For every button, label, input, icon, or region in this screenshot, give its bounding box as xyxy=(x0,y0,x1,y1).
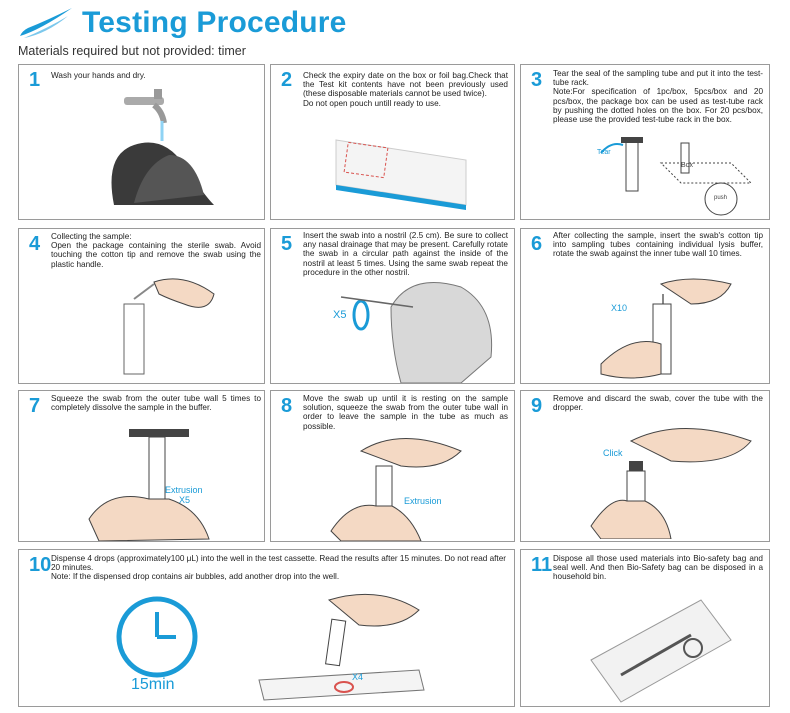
step-number: 3 xyxy=(531,69,543,91)
foil-pouch-illustration xyxy=(335,139,467,210)
tube-rotate-illustration xyxy=(600,278,732,379)
step-text: Dispose all those used materials into Bi… xyxy=(553,554,763,582)
step-5-panel: 5 Insert the swab into a nostril (2.5 cm… xyxy=(270,228,515,384)
box-label: Box xyxy=(681,162,694,169)
step-text: Move the swab up until it is resting on … xyxy=(303,394,508,431)
wash-hands-illustration xyxy=(111,89,214,205)
tear-label: Tear xyxy=(597,149,611,156)
step-number: 8 xyxy=(281,395,293,417)
dispense-drops-illustration xyxy=(258,593,425,701)
step-3-panel: 3 Tear the seal of the sampling tube and… xyxy=(520,64,770,220)
step-number: 11 xyxy=(531,554,553,576)
dropper-cap-illustration xyxy=(590,428,752,539)
step-7-panel: 7 Squeeze the swab from the outer tube w… xyxy=(18,390,265,542)
push-label: push xyxy=(714,195,728,201)
page-subtitle: Materials required but not provided: tim… xyxy=(18,44,246,58)
squeeze-tube-illustration xyxy=(88,429,210,541)
step-number: 2 xyxy=(281,69,293,91)
squeeze-count-label: X5 xyxy=(179,495,191,505)
step-text: Dispense 4 drops (approximately100 μL) i… xyxy=(51,554,506,582)
step-number: 6 xyxy=(531,233,543,255)
extrusion-label: Extrusion xyxy=(404,496,442,506)
logo-swoosh-icon xyxy=(20,8,72,38)
rotate-count-label: X10 xyxy=(611,303,628,313)
page-title: Testing Procedure xyxy=(82,6,347,39)
header: Testing Procedure xyxy=(18,4,778,44)
step-4-panel: 4 Collecting the sample: Open the packag… xyxy=(18,228,265,384)
step-text: After collecting the sample, insert the … xyxy=(553,231,763,259)
step-6-panel: 6 After collecting the sample, insert th… xyxy=(520,228,770,384)
step-text: Squeeze the swab from the outer tube wal… xyxy=(51,394,261,413)
drop-count-label: X4 xyxy=(352,672,364,682)
step-9-panel: 9 Remove and discard the swab, cover the… xyxy=(520,390,770,542)
click-label: Click xyxy=(603,448,623,458)
clock-icon xyxy=(116,596,198,678)
step-text: Wash your hands and dry. xyxy=(51,71,146,80)
rotate-count-label: X5 xyxy=(333,309,347,321)
tube-rack-illustration xyxy=(600,137,753,216)
step-text: Insert the swab into a nostril (2.5 cm).… xyxy=(303,231,508,277)
step-text: Tear the seal of the sampling tube and p… xyxy=(553,69,763,125)
step-text: Collecting the sample: Open the package … xyxy=(51,232,261,269)
step-1-panel: 1 Wash your hands and dry. xyxy=(18,64,265,220)
step-number: 4 xyxy=(29,233,41,255)
step-11-panel: 11 Dispose all those used materials into… xyxy=(520,549,770,707)
step-number: 5 xyxy=(281,233,293,255)
move-swab-illustration xyxy=(330,438,462,541)
step-8-panel: 8 Move the swab up until it is resting o… xyxy=(270,390,515,542)
swab-package-illustration xyxy=(123,278,215,375)
step-2-panel: 2 Check the expiry date on the box or fo… xyxy=(270,64,515,220)
step-10-panel: 10 Dispense 4 drops (approximately100 μL… xyxy=(18,549,515,707)
step-text: Remove and discard the swab, cover the t… xyxy=(553,394,763,413)
biosafety-bag-illustration xyxy=(590,599,732,703)
step-number: 10 xyxy=(29,554,52,576)
nostril-swab-illustration xyxy=(340,282,493,383)
step-text: Check the expiry date on the box or foil… xyxy=(303,71,508,108)
timer-label: 15min xyxy=(131,676,175,693)
extrusion-label: Extrusion xyxy=(165,485,203,495)
step-number: 7 xyxy=(29,395,41,417)
step-number: 1 xyxy=(29,69,41,91)
step-number: 9 xyxy=(531,395,543,417)
